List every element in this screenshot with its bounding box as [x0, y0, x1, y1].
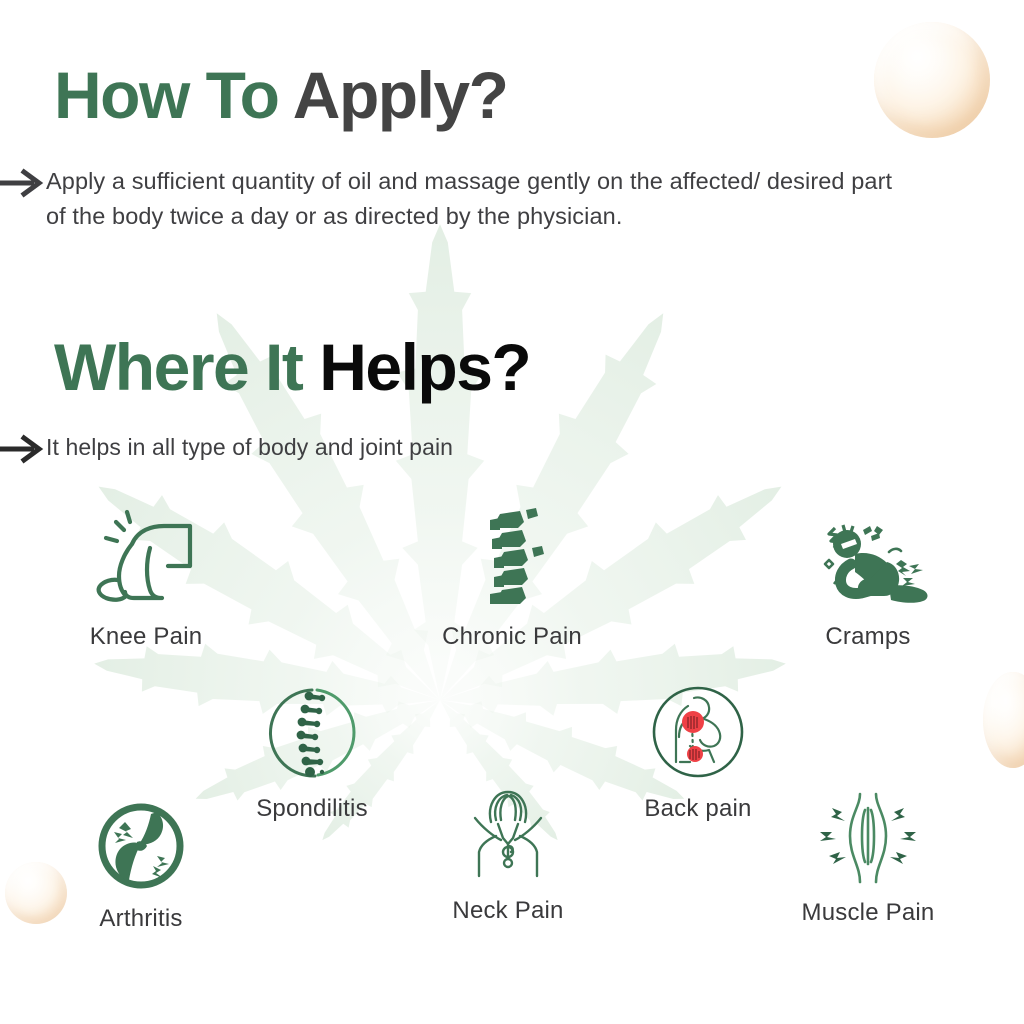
pain-item-label: Neck Pain: [452, 897, 564, 924]
arthritis-joint-icon: [95, 800, 187, 897]
heading-how-to-apply: How To Apply?: [54, 62, 509, 128]
heading-how-to-apply-part2: Apply?: [292, 58, 509, 132]
pain-item-chronic-pain: Chronic Pain: [412, 508, 612, 651]
pain-item-spondilitis: Spondilitis: [212, 684, 412, 823]
muscle-fiber-icon: [808, 790, 928, 891]
bullet-helps: It helps in all type of body and joint p…: [0, 432, 700, 466]
spondilitis-circle-spine-icon: [260, 684, 364, 787]
neck-pain-icon: [453, 784, 563, 889]
arrow-right-icon: [0, 166, 46, 200]
knee-pain-icon: [86, 508, 206, 615]
oil-bubble: [874, 22, 990, 138]
pain-item-arthritis: Arthritis: [41, 800, 241, 933]
spine-vertebrae-icon: [452, 508, 572, 615]
cramps-person-icon: [803, 508, 933, 615]
arrow-right-icon: [0, 432, 46, 466]
pain-item-muscle-pain: Muscle Pain: [768, 790, 968, 927]
pain-item-label: Spondilitis: [256, 795, 368, 822]
back-pain-circle-icon: [646, 684, 750, 787]
pain-item-label: Back pain: [644, 795, 752, 822]
pain-item-label: Arthritis: [99, 905, 183, 932]
bullet-apply-text: Apply a sufficient quantity of oil and m…: [46, 168, 893, 229]
pain-item-label: Chronic Pain: [442, 623, 582, 650]
bullet-apply: Apply a sufficient quantity of oil and m…: [0, 164, 910, 234]
pain-item-label: Muscle Pain: [801, 899, 935, 926]
oil-bubble: [983, 672, 1024, 768]
heading-how-to-apply-part1: How To: [54, 58, 293, 132]
heading-where-it-helps: Where It Helps?: [54, 334, 532, 400]
pain-item-knee-pain: Knee Pain: [46, 508, 246, 651]
heading-where-it-helps-part1: Where It: [54, 330, 320, 404]
bullet-helps-text: It helps in all type of body and joint p…: [46, 434, 454, 460]
pain-item-cramps: Cramps: [768, 508, 968, 651]
pain-item-label: Knee Pain: [89, 623, 203, 650]
pain-item-label: Cramps: [825, 623, 911, 650]
pain-item-neck-pain: Neck Pain: [408, 784, 608, 925]
heading-where-it-helps-part2: Helps?: [319, 330, 532, 404]
